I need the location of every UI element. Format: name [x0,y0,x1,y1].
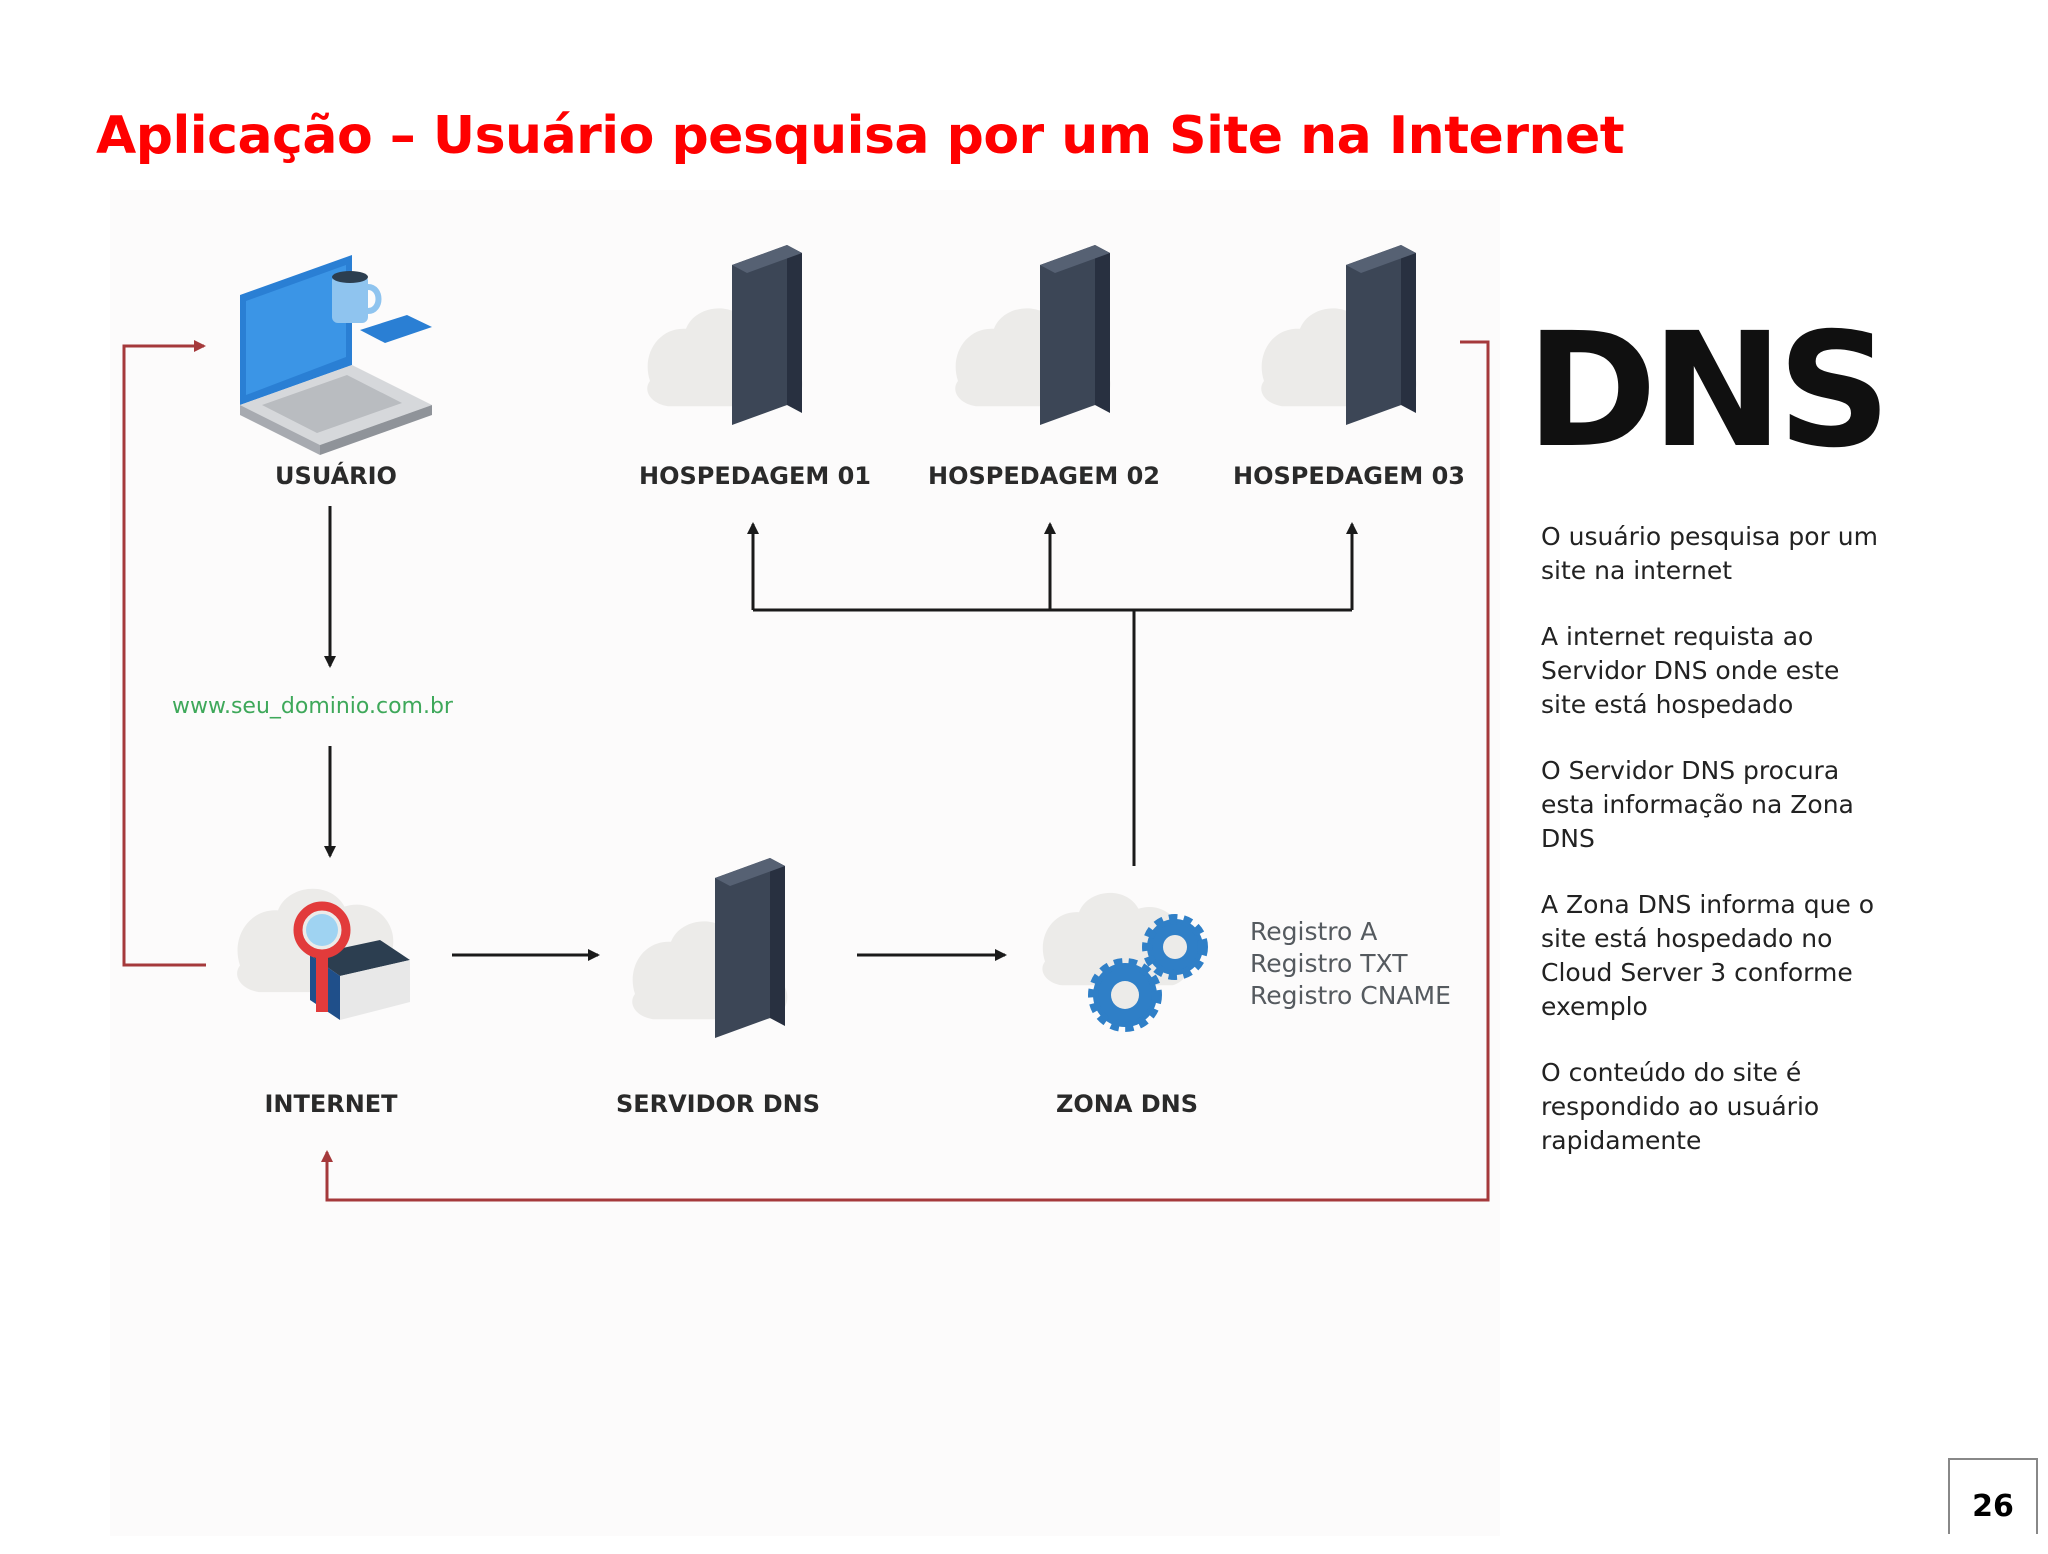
dns-records-list: Registro A Registro TXT Registro CNAME [1250,916,1451,1012]
step-item: O Servidor DNS procura esta informação n… [1541,756,1854,853]
label-usuario: USUÁRIO [275,462,397,490]
internet-search-icon [237,888,410,1020]
record-item: Registro TXT [1250,949,1408,978]
slide-title: Aplicação – Usuário pesquisa por um Site… [96,106,1625,166]
hosting-server-03-icon [1261,245,1417,425]
dns-zone-gears-icon [1042,892,1208,1032]
domain-url-text: www.seu_dominio.com.br [172,694,453,719]
label-hospedagem-03: HOSPEDAGEM 03 [1233,462,1465,490]
record-item: Registro A [1250,917,1378,946]
step-item: A Zona DNS informa que o site está hospe… [1541,890,1875,1021]
return-arrow-bottom [321,340,1490,1202]
page-number: 26 [1948,1458,2038,1534]
arrow-zona-to-hospedagens [747,522,1358,866]
hosting-server-01-icon [647,245,803,425]
dns-server-icon [632,858,788,1038]
dns-logo: DNS [1526,299,1891,483]
hosting-server-02-icon [955,245,1111,425]
label-hospedagem-02: HOSPEDAGEM 02 [928,462,1160,490]
label-internet: INTERNET [264,1090,398,1118]
label-zona-dns: ZONA DNS [1055,1090,1199,1118]
step-item: O conteúdo do site é respondido ao usuár… [1541,1058,1820,1155]
steps-list: O usuário pesquisa por um site na intern… [1541,520,1881,1190]
laptop-icon [240,255,432,455]
return-arrow-left [122,340,206,967]
label-hospedagem-01: HOSPEDAGEM 01 [639,462,871,490]
label-servidor-dns: SERVIDOR DNS [615,1090,821,1118]
step-item: A internet requista ao Servidor DNS onde… [1541,622,1840,719]
record-item: Registro CNAME [1250,981,1451,1010]
step-item: O usuário pesquisa por um site na intern… [1541,522,1878,585]
